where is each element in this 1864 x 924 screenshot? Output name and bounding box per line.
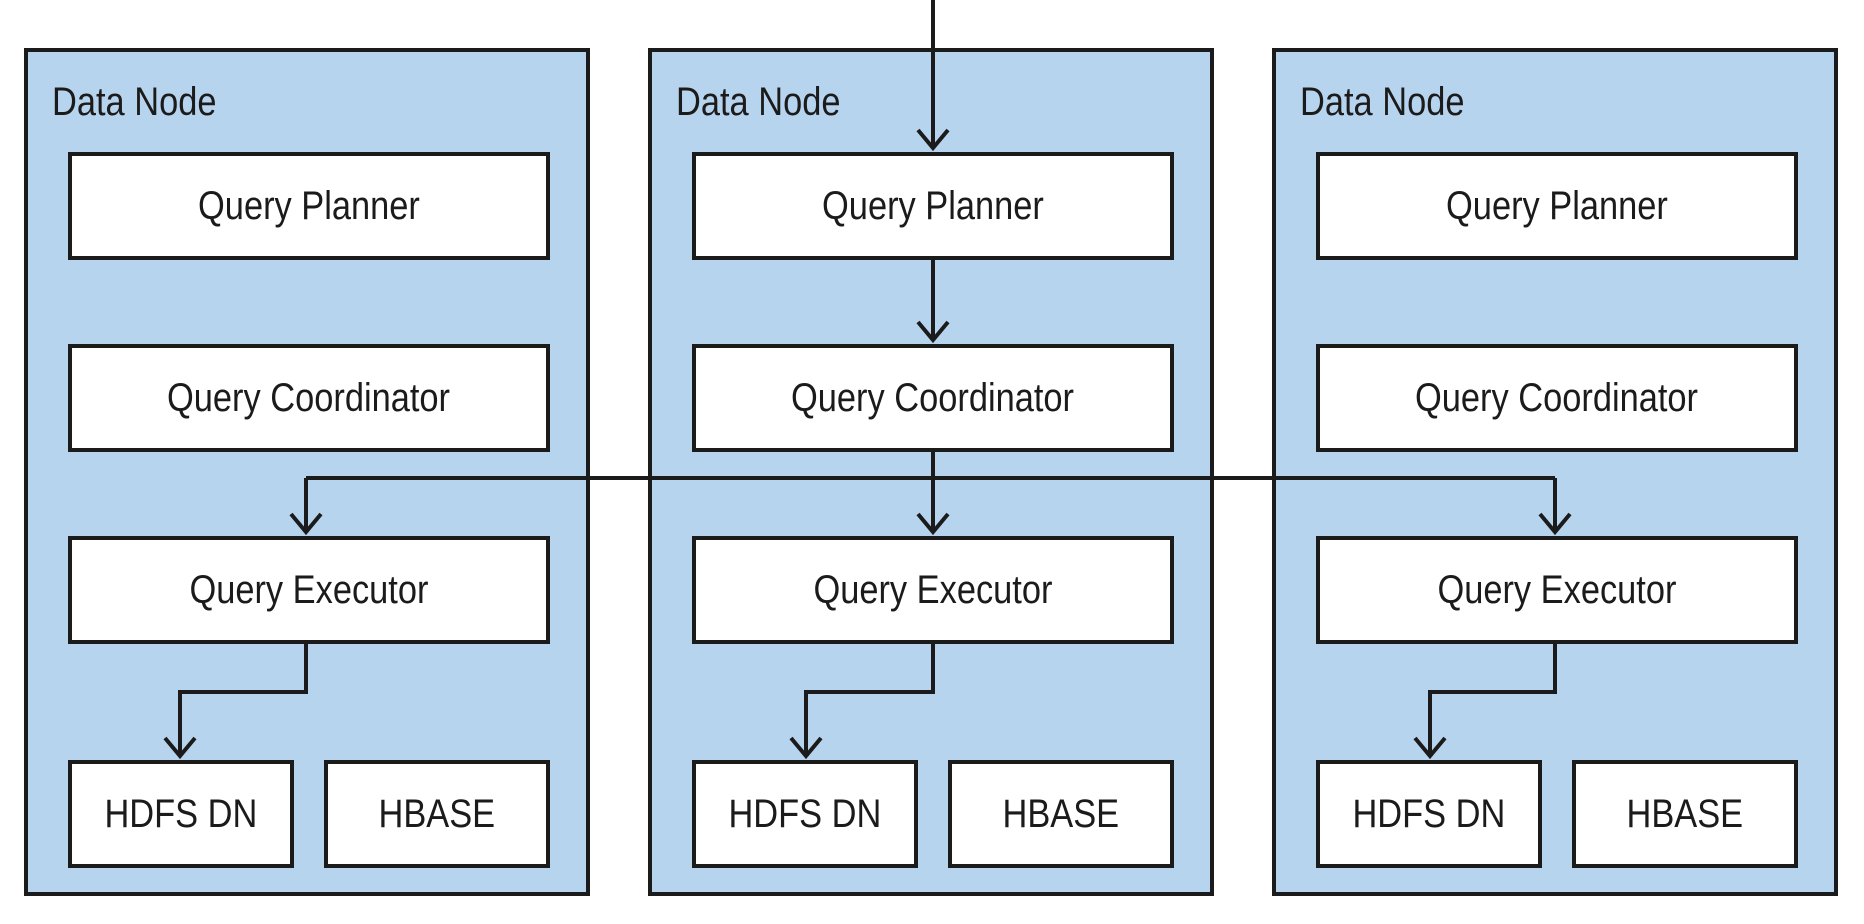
query-executor-box: Query Executor [692,536,1174,644]
node-title: Data Node [1300,80,1465,124]
box-label: Query Coordinator [167,375,451,420]
box-label: Query Planner [1446,183,1668,228]
data-node-2: Data Node Query Planner Query Coordinato… [648,48,1214,896]
hdfs-dn-box: HDFS DN [1316,760,1542,868]
query-coordinator-box: Query Coordinator [1316,344,1798,452]
box-label: Query Planner [822,183,1044,228]
hdfs-dn-box: HDFS DN [68,760,294,868]
box-label: Query Executor [189,567,429,612]
box-label: HDFS DN [728,791,882,836]
query-coordinator-box: Query Coordinator [692,344,1174,452]
data-node-3: Data Node Query Planner Query Coordinato… [1272,48,1838,896]
box-label: HDFS DN [1352,791,1506,836]
query-executor-box: Query Executor [1316,536,1798,644]
hbase-box: HBASE [1572,760,1798,868]
data-node-1: Data Node Query Planner Query Coordinato… [24,48,590,896]
box-label: Query Executor [813,567,1053,612]
query-executor-box: Query Executor [68,536,550,644]
query-planner-box: Query Planner [1316,152,1798,260]
box-label: HBASE [1626,791,1744,836]
box-label: Query Planner [198,183,420,228]
box-label: Query Coordinator [1415,375,1699,420]
hbase-box: HBASE [948,760,1174,868]
box-label: Query Executor [1437,567,1677,612]
box-label: Query Coordinator [791,375,1075,420]
box-label: HDFS DN [104,791,258,836]
hbase-box: HBASE [324,760,550,868]
query-planner-box: Query Planner [68,152,550,260]
box-label: HBASE [378,791,496,836]
query-coordinator-box: Query Coordinator [68,344,550,452]
box-label: HBASE [1002,791,1120,836]
node-title: Data Node [676,80,841,124]
query-planner-box: Query Planner [692,152,1174,260]
hdfs-dn-box: HDFS DN [692,760,918,868]
node-title: Data Node [52,80,217,124]
